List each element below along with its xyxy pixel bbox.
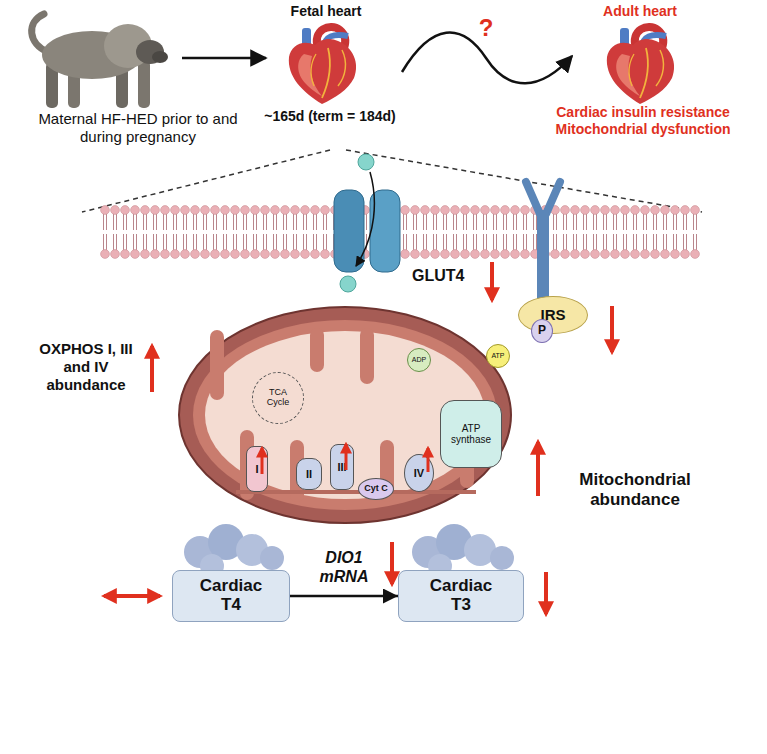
decrease-arrow — [490, 262, 494, 300]
atp-synthase: ATP synthase — [440, 400, 502, 468]
increase-arrow — [345, 444, 348, 470]
stage-title: Fetal heart — [268, 3, 384, 20]
adp-molecule: ADP — [407, 348, 431, 372]
cytochrome-c: Cyt C — [358, 478, 394, 500]
edge-label: DIO1 mRNA — [312, 548, 376, 586]
increase-arrow — [536, 442, 540, 496]
node-text: Cardiac T3 — [421, 577, 501, 614]
node-text: IV — [414, 467, 424, 479]
glut4-transporter — [334, 154, 400, 292]
hormone-box: Cardiac T3 — [398, 570, 524, 622]
node-text: Cyt C — [364, 484, 388, 494]
oxphos-complex: I — [246, 446, 268, 492]
insulin-receptor — [526, 182, 560, 302]
node-text: P — [538, 324, 546, 337]
oxphos-complex: II — [296, 458, 322, 490]
node-text: III — [337, 461, 346, 473]
conversion-arrow — [290, 595, 398, 598]
node-text: ADP — [412, 356, 426, 364]
decrease-arrow — [610, 306, 614, 352]
timeline-arrow — [182, 57, 266, 60]
atp-molecule: ATP — [486, 344, 510, 368]
increase-arrow — [150, 346, 154, 392]
increase-arrow — [261, 448, 264, 474]
hormone-box: Cardiac T4 — [172, 570, 290, 622]
node-text: Cardiac T4 — [191, 577, 271, 614]
baboon-illustration — [32, 14, 168, 108]
oxphos-complex: IV — [404, 454, 434, 492]
node-text: I — [255, 463, 258, 475]
irs-protein: IRSP — [518, 296, 588, 334]
decrease-arrow — [544, 572, 548, 614]
node-text: ATP synthase — [445, 423, 497, 445]
node-text: TCA Cycle — [258, 388, 298, 408]
decrease-arrow — [390, 542, 394, 584]
tca-cycle: TCA Cycle — [252, 372, 304, 424]
transporter-label: GLUT4 — [412, 266, 482, 285]
condition-label: Maternal HF-HED prior to and during preg… — [28, 110, 248, 146]
adult-heart-icon — [607, 27, 674, 104]
question-mark: ? — [474, 14, 498, 43]
zoom-line — [82, 150, 330, 212]
stage-title: Adult heart — [582, 3, 698, 20]
no-change-arrow — [104, 594, 160, 598]
finding-label: OXPHOS I, III and IV abundance — [30, 340, 142, 394]
node-text: ATP — [491, 352, 504, 360]
mitochondrion — [179, 307, 511, 523]
increase-arrow — [427, 448, 430, 472]
fetal-heart-icon — [289, 27, 356, 104]
oxphos-complex: III — [330, 444, 354, 490]
finding-label: Mitochondrial abundance — [550, 470, 720, 511]
phosphate-circle: P — [531, 319, 553, 343]
node-text: II — [306, 468, 312, 480]
age-label: ~165d (term = 184d) — [240, 108, 420, 125]
outcome-label: Cardiac insulin resistance Mitochondrial… — [548, 104, 738, 138]
